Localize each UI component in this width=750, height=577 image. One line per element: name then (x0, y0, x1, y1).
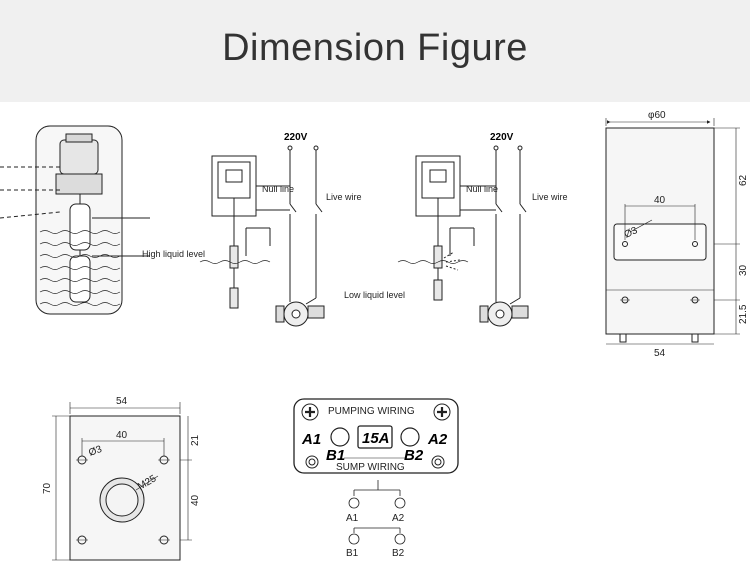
plate-b2-label: B2 (404, 447, 424, 464)
header-banner (0, 0, 750, 102)
voltage-label-1: 220V (284, 132, 308, 143)
plate-b1-label: B1 (326, 447, 345, 464)
terminal-a1: A1 (346, 513, 359, 524)
side-view-drawing (605, 118, 740, 345)
null-line-label-2: Null line (466, 184, 498, 194)
front-dim-height: 70 (42, 482, 53, 494)
plate-a1-label: A1 (301, 431, 321, 448)
side-dim-height-bottom: 21.5 (738, 304, 749, 324)
null-line-label-1: Null line (262, 184, 294, 194)
front-view-drawing (52, 402, 192, 561)
terminal-diagram (348, 480, 406, 545)
voltage-label-2: 220V (490, 132, 514, 143)
side-dim-height-mid: 30 (738, 264, 749, 276)
front-dim-vert-spacing: 40 (190, 494, 201, 506)
live-wire-label-2: Live wire (532, 192, 568, 202)
page-title: Dimension Figure (222, 27, 528, 69)
wiring-plate (293, 398, 459, 474)
pumping-wiring-label: PUMPING WIRING (328, 406, 415, 417)
terminal-b1: B1 (346, 548, 359, 559)
side-dim-width: 54 (654, 348, 666, 359)
tank-illustration (0, 125, 150, 315)
plate-a2-label: A2 (427, 431, 448, 448)
high-level-circuit (199, 145, 325, 327)
high-liquid-level-label: High liquid level (142, 249, 205, 259)
sump-wiring-label: SUMP WIRING (336, 462, 405, 473)
side-dim-hole-dia: Ø3 (623, 225, 640, 241)
front-dim-width: 54 (116, 396, 128, 407)
front-dim-top-offset: 21 (190, 434, 201, 446)
terminal-a2: A2 (392, 513, 405, 524)
low-level-circuit (397, 145, 529, 327)
front-dim-hole-spacing: 40 (116, 430, 128, 441)
plate-rating-label: 15A (362, 430, 390, 447)
low-liquid-level-label: Low liquid level (344, 290, 405, 300)
side-dim-hole-spacing: 40 (654, 195, 666, 206)
side-dim-height-top: 62 (738, 174, 749, 186)
side-dim-diameter: φ60 (648, 110, 666, 121)
front-dim-hole-dia: Ø3 (87, 444, 104, 459)
terminal-b2: B2 (392, 548, 405, 559)
live-wire-label-1: Live wire (326, 192, 362, 202)
